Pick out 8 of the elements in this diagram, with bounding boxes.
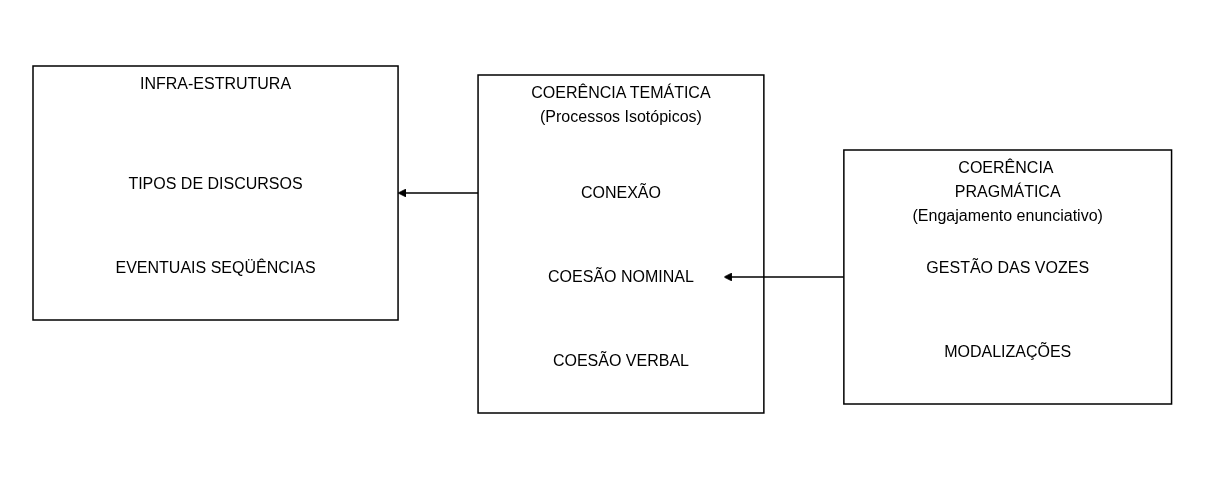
node-text: GESTÃO DAS VOZES	[926, 259, 1090, 276]
node-text: COESÃO VERBAL	[553, 352, 690, 369]
arrow	[723, 272, 845, 282]
node-text: TIPOS DE DISCURSOS	[128, 175, 303, 192]
node-text: MODALIZAÇÕES	[944, 343, 1072, 360]
node-text: COESÃO NOMINAL	[548, 268, 695, 285]
node-text: EVENTUAIS SEQÜÊNCIAS	[115, 259, 316, 276]
node-text: CONEXÃO	[581, 184, 662, 201]
